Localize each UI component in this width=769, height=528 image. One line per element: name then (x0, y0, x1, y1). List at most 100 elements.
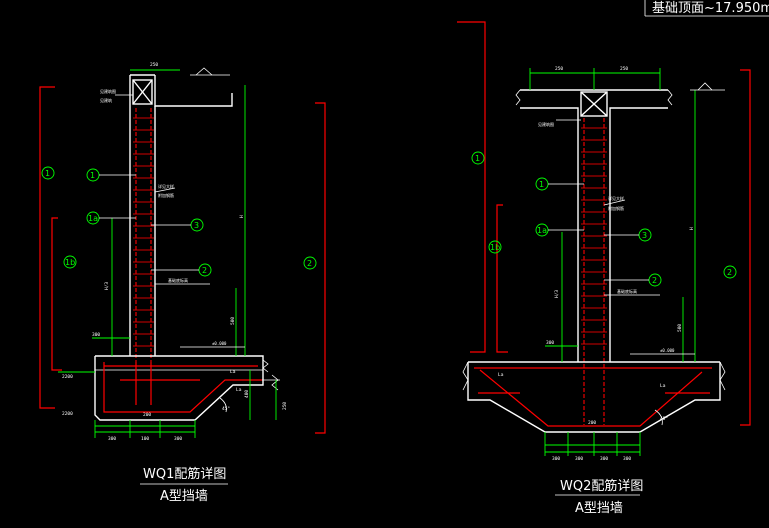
wq2-bubble-2-text: 2 (652, 276, 657, 285)
wq2-angle-label: 45° (660, 416, 668, 422)
wq1-bracket-left (39, 86, 55, 409)
wq1-dim-200: 200 (143, 412, 151, 418)
wq1-dim-h1: H/3 (104, 282, 110, 290)
wq2-dim-h1: H/3 (554, 290, 560, 298)
wq1-dim-2200b: 2200 (62, 411, 73, 417)
wq2-bubble-1b-text: 1b (490, 243, 500, 252)
wq2-angle-arc (654, 409, 663, 426)
wq1-dim-side: 250 (282, 402, 288, 410)
wq2-break-footing-right (719, 361, 726, 391)
wq1-footing-rebar-bottom (103, 362, 262, 413)
wq1-footing-outline (94, 355, 264, 421)
wq1-dim-b2: 100 (141, 436, 149, 442)
wq2-footing-outline (467, 362, 721, 433)
wq1-caption: WQ1配筋详图 (143, 466, 226, 482)
wq1-subcaption: A型挡墙 (160, 489, 208, 504)
wq2-dim-la1: La (498, 372, 504, 378)
wq1-note-rebar2: 附加钢筋 (158, 192, 174, 198)
wq2-note-base: 基础底标高 (617, 288, 637, 294)
wq1-bubble-1-text: 1 (90, 171, 95, 180)
wq1-bubble-1-left (41, 166, 55, 180)
wq2-slab-bottom-left (520, 107, 579, 362)
wq1-dim-2200: 2200 (62, 374, 73, 380)
wq1-break-mark (262, 359, 269, 373)
wq2-dim-200: 200 (588, 420, 596, 426)
wq2-level-mark (697, 82, 713, 91)
wq1-dim-h: H (239, 215, 245, 218)
wq2-bubble-1-text: 1 (539, 180, 544, 189)
wq2-subcaption: A型挡墙 (575, 501, 623, 516)
wq2-caption: WQ2配筋详图 (560, 478, 643, 494)
wq1-top-box (132, 79, 153, 105)
wq1-bubble-1b-text: 1b (65, 258, 75, 267)
wq1-bubble-1a-text: 1a (88, 214, 98, 223)
wq1-bubble-1-left-text: 1 (45, 169, 50, 178)
wq2-slab-bottom-right (609, 107, 668, 362)
wq2-dim-b4: 300 (623, 456, 631, 462)
wq1-note-top2: 见建筑 (100, 97, 112, 103)
wq2-note-rebar1: 详见大样 (608, 195, 624, 201)
wq2-bubble-1a-text: 1a (537, 226, 547, 235)
wq2-top-box (580, 91, 608, 117)
wq1-bubble-1b (63, 255, 77, 269)
wq1-dim-500: 500 (230, 317, 236, 325)
wq2-stirrups (581, 127, 607, 345)
wq1-note-base: 基础底标高 (168, 277, 188, 283)
wq1-break-mark2 (271, 374, 279, 391)
wq1-dim-b1: 300 (108, 436, 116, 442)
wq1-dim-top: 250 (150, 62, 158, 68)
wq2-bracket-right (740, 69, 751, 426)
wq1-wall-top (154, 75, 233, 107)
wq2-dim-b2: 300 (575, 456, 583, 462)
wq2-break-right (667, 89, 673, 106)
wq2-dim-b1: 300 (552, 456, 560, 462)
wq2-dim-top-2: 250 (620, 66, 628, 72)
wq2-bubble-3-text: 3 (642, 231, 647, 240)
wq2-bracket-left (457, 21, 486, 353)
wq2-leader-b (603, 199, 626, 206)
wq1-leader-b (154, 187, 176, 193)
wq2-drawing: 45° 250 250 H H/3 500 300 300 300 300 20… (457, 21, 751, 516)
wq2-bubble-2-right-text: 2 (727, 268, 732, 277)
wq2-break-left (515, 89, 521, 106)
wq1-box-diag2 (132, 79, 153, 105)
wq1-drawing: 45° 250 H H/3 500 300 100 300 200 400 La… (39, 62, 326, 504)
wq1-bubble-2-text: 2 (202, 266, 207, 275)
wq2-dim-h: H (689, 227, 695, 230)
wq1-note-top: 见建筑图 (100, 88, 116, 94)
wq2-bubble-1-left-text: 1 (475, 154, 480, 163)
wq1-bracket-right (315, 102, 326, 434)
wq1-dim-b3: 300 (174, 436, 182, 442)
wq2-bubble-1-left (471, 151, 485, 165)
wq1-note-rebar1: 详见大样 (158, 183, 174, 189)
wq1-note-left: 300 (92, 332, 100, 338)
wq2-footing-rebar-v (479, 369, 703, 427)
wq2-dim-la2: La (660, 383, 666, 389)
wq1-bubble-2-right-text: 2 (307, 259, 312, 268)
top-note: 基础顶面~17.950m (644, 0, 769, 17)
top-note-text: 基础顶面~17.950m (652, 1, 769, 16)
wq2-note-left: 300 (546, 340, 554, 346)
wq1-note-level: ±0.000 (212, 341, 227, 346)
wq1-bubble-2-right (303, 256, 317, 270)
wq2-box-diag2 (580, 91, 608, 117)
wq2-break-footing-left (462, 361, 469, 391)
wq2-bracket-inner (496, 204, 508, 353)
wq2-note-rebar2: 附加钢筋 (608, 205, 624, 211)
wq1-angle-arc (219, 397, 227, 413)
wq2-dim-b3: 300 (600, 456, 608, 462)
wq2-bubble-1b (488, 240, 502, 254)
wq2-note-level: ±0.000 (660, 348, 675, 353)
wq1-dim-400: 400 (244, 390, 250, 398)
wq2-dim-500: 500 (677, 324, 683, 332)
wq1-level-mark (195, 67, 213, 76)
wq2-note-top: 见建筑图 (538, 121, 554, 127)
wq2-dim-top-1: 250 (555, 66, 563, 72)
wq2-bubble-2-right (723, 265, 737, 279)
wq1-bracket-inner (51, 217, 62, 371)
wq1-angle-label: 45° (222, 406, 230, 412)
wq1-dim-la2: La (236, 387, 242, 393)
wq1-bubble-3-text: 3 (194, 221, 199, 230)
wq1-stirrups (133, 117, 154, 347)
